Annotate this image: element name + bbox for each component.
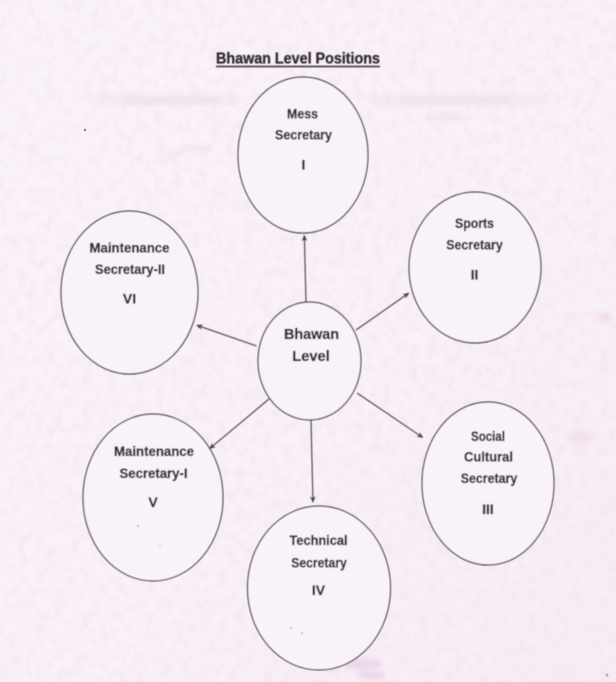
- svg-text:Secretary: Secretary: [275, 126, 332, 142]
- svg-text:Level: Level: [292, 348, 330, 365]
- svg-text:Bhawan: Bhawan: [284, 326, 339, 343]
- svg-text:V: V: [148, 494, 158, 510]
- svg-text:Bhawan Level Positions: Bhawan Level Positions: [216, 51, 380, 68]
- svg-text:Mess: Mess: [287, 106, 318, 122]
- svg-text:III: III: [482, 501, 494, 517]
- svg-text:Cultural: Cultural: [464, 449, 513, 465]
- svg-text:Sports: Sports: [455, 215, 494, 231]
- svg-text:I: I: [302, 156, 306, 172]
- svg-text:IV: IV: [312, 582, 326, 598]
- svg-text:Secretary-I: Secretary-I: [120, 465, 188, 481]
- svg-text:VI: VI: [123, 291, 136, 307]
- svg-text:Secretary: Secretary: [461, 470, 518, 486]
- svg-text:Social: Social: [471, 428, 505, 444]
- svg-text:Maintenance: Maintenance: [114, 443, 194, 459]
- svg-text:II: II: [471, 267, 479, 283]
- svg-text:Secretary: Secretary: [291, 554, 347, 570]
- svg-text:Technical: Technical: [290, 532, 348, 548]
- svg-text:Maintenance: Maintenance: [90, 239, 170, 255]
- svg-text:Secretary-II: Secretary-II: [95, 261, 165, 277]
- svg-text:Secretary: Secretary: [446, 237, 503, 253]
